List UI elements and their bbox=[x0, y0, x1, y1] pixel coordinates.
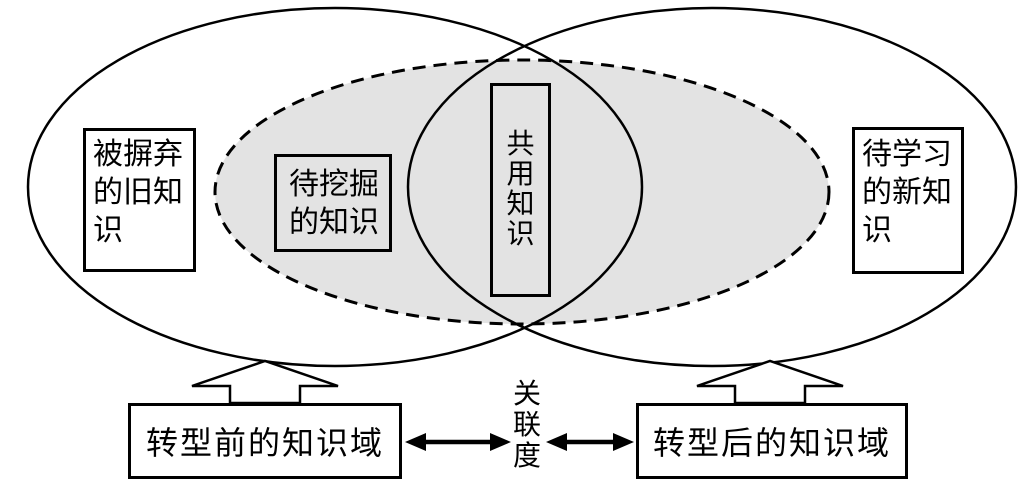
post-transformation-domain-box: 转型后的知识域 bbox=[636, 403, 908, 479]
new-knowledge-box: 待学习的新知识 bbox=[852, 127, 964, 274]
shaded-dashed-ellipse bbox=[213, 58, 831, 326]
old-knowledge-box: 被摒弃的旧知识 bbox=[83, 128, 196, 272]
post-domain-ellipse bbox=[406, 6, 1018, 368]
pre-domain-ellipse bbox=[26, 6, 644, 368]
right-up-block-arrow-icon bbox=[696, 359, 844, 405]
pre-transformation-domain-box: 转型前的知识域 bbox=[128, 403, 402, 479]
shared-knowledge-box: 共用知识 bbox=[490, 83, 551, 297]
right-double-arrow-icon bbox=[546, 433, 634, 451]
minable-knowledge-box: 待挖掘的知识 bbox=[274, 154, 392, 252]
left-double-arrow-icon bbox=[405, 433, 511, 451]
left-up-block-arrow-icon bbox=[191, 359, 339, 405]
relevance-degree-label: 关联度 bbox=[512, 379, 541, 472]
